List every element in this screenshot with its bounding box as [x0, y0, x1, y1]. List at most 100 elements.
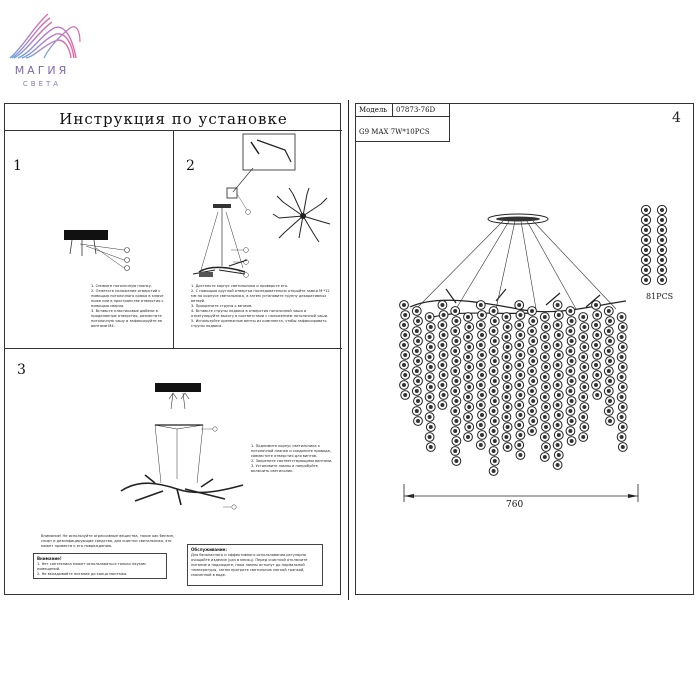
crystal-bead-core [504, 395, 509, 399]
crystal-bead-core [530, 369, 534, 373]
crystal-bead-core [620, 385, 625, 389]
crystal-bead-core [595, 373, 600, 377]
crystal-bead-core [530, 429, 534, 433]
pcs-label: 81PCS [646, 292, 674, 301]
crystal-bead-core [542, 315, 547, 319]
crystal-bead-core [428, 325, 433, 329]
crystal-bead-core [542, 355, 547, 359]
crystal-bead-core [454, 439, 459, 443]
crystal-bead-core [518, 373, 523, 377]
step-3-text: 1. Поднимите корпус светильника к потоло… [251, 444, 333, 473]
crystal-bead-core [467, 385, 472, 389]
crystal-bead-core [619, 395, 624, 399]
crystal-bead-core [606, 329, 611, 333]
crystal-bead-core [555, 303, 560, 307]
crystal-bead-core [544, 365, 548, 369]
strand-bead-core [644, 228, 648, 232]
width-dimension-label: 760 [506, 500, 524, 510]
crystal-bead-core [505, 425, 510, 429]
crystal-bead-core [453, 449, 458, 453]
crystal-bead-core [491, 469, 496, 473]
warning-box: Внимание! 1. Нет сантехника может исполь… [33, 553, 167, 579]
crystal-bead-core [517, 403, 522, 407]
crystal-bead-core [505, 325, 510, 329]
crystal-bead-core [440, 323, 445, 327]
crystal-bead-core [619, 355, 624, 359]
strand-bead-core [644, 258, 648, 262]
crystal-bead-core [402, 323, 406, 327]
crystal-bead-core [491, 449, 496, 453]
crystal-bead-core [440, 383, 445, 387]
crystal-bead-core [568, 429, 573, 433]
row-rule [5, 348, 342, 349]
crystal-bead-core [480, 353, 484, 357]
crystal-bead-core [428, 385, 433, 389]
crystal-bead-core [428, 365, 433, 369]
strand-bead-core [660, 208, 664, 212]
crystal-bead-core [491, 409, 496, 413]
crystal-bead-core [556, 353, 561, 357]
model-label: Модель [359, 106, 388, 114]
crystal-bead-core [620, 325, 625, 329]
crystal-bead-core [480, 393, 484, 397]
crystal-bead-core [440, 363, 445, 367]
crystal-bead-core [581, 415, 586, 419]
crystal-bead-core [568, 349, 573, 353]
model-value: 07873-76D [396, 106, 436, 114]
crystal-bead-core [466, 355, 470, 359]
crystal-bead-core [480, 433, 484, 437]
step-2-text: 1. Достаньте корпус светильника и провер… [191, 284, 330, 328]
crystal-bead-core [606, 409, 611, 413]
strand-bead-core [660, 248, 664, 252]
crystal-bead-core [556, 373, 561, 377]
strand-bead-core [660, 238, 664, 242]
crystal-bead-core [594, 383, 598, 387]
step-1-number: 1 [13, 158, 22, 174]
crystal-bead-core [403, 353, 408, 357]
crystal-bead-core [581, 395, 586, 399]
crystal-bead-core [542, 335, 547, 339]
crystal-bead-core [428, 425, 433, 429]
crystal-bead-core [453, 389, 458, 393]
crystal-bead-core [478, 343, 483, 347]
crystal-bead-core [568, 369, 573, 373]
crystal-bead-core [544, 445, 548, 449]
crystal-bead-core [478, 443, 483, 447]
crystal-bead-core [467, 365, 472, 369]
crystal-bead-core [582, 365, 587, 369]
crystal-bead-core [608, 419, 612, 423]
width-dimension [400, 482, 640, 502]
strand-bead-core [660, 218, 664, 222]
crystal-bead-core [517, 423, 522, 427]
crystal-bead-core [454, 459, 459, 463]
crystal-bead-core [544, 325, 548, 329]
crystal-bead-core [466, 395, 470, 399]
crystal-bead-core [517, 363, 522, 367]
crystal-bead-core [569, 359, 574, 363]
service-box-head: Обслуживание: [191, 547, 227, 552]
step-1-diagram [60, 224, 140, 274]
crystal-bead-core [480, 333, 484, 337]
crystal-bead-core [555, 403, 560, 407]
crystal-bead-core [416, 359, 420, 363]
crystal-bead-core [544, 405, 548, 409]
crystal-bead-core [518, 333, 523, 337]
step-3-number: 3 [17, 362, 26, 378]
crystal-bead-core [544, 425, 548, 429]
crystal-bead-core [581, 375, 586, 379]
crystal-bead-core [517, 343, 522, 347]
crystal-bead-core [403, 313, 408, 317]
crystal-bead-core [518, 393, 523, 397]
crystal-bead-core [531, 359, 536, 363]
strand-bead-core [644, 268, 648, 272]
crystal-bead-core [492, 319, 497, 323]
crystal-bead-core [505, 385, 510, 389]
crystal-bead-core [568, 329, 573, 333]
crystal-bead-core [595, 313, 600, 317]
instruction-sheet: Инструкция по установке 1 1. Снимите пот… [4, 103, 342, 595]
crystal-bead-core [478, 323, 483, 327]
crystal-bead-core [555, 363, 560, 367]
crystal-bead-core [542, 415, 547, 419]
crystal-bead-core [582, 345, 587, 349]
crystal-bead-core [492, 459, 497, 463]
